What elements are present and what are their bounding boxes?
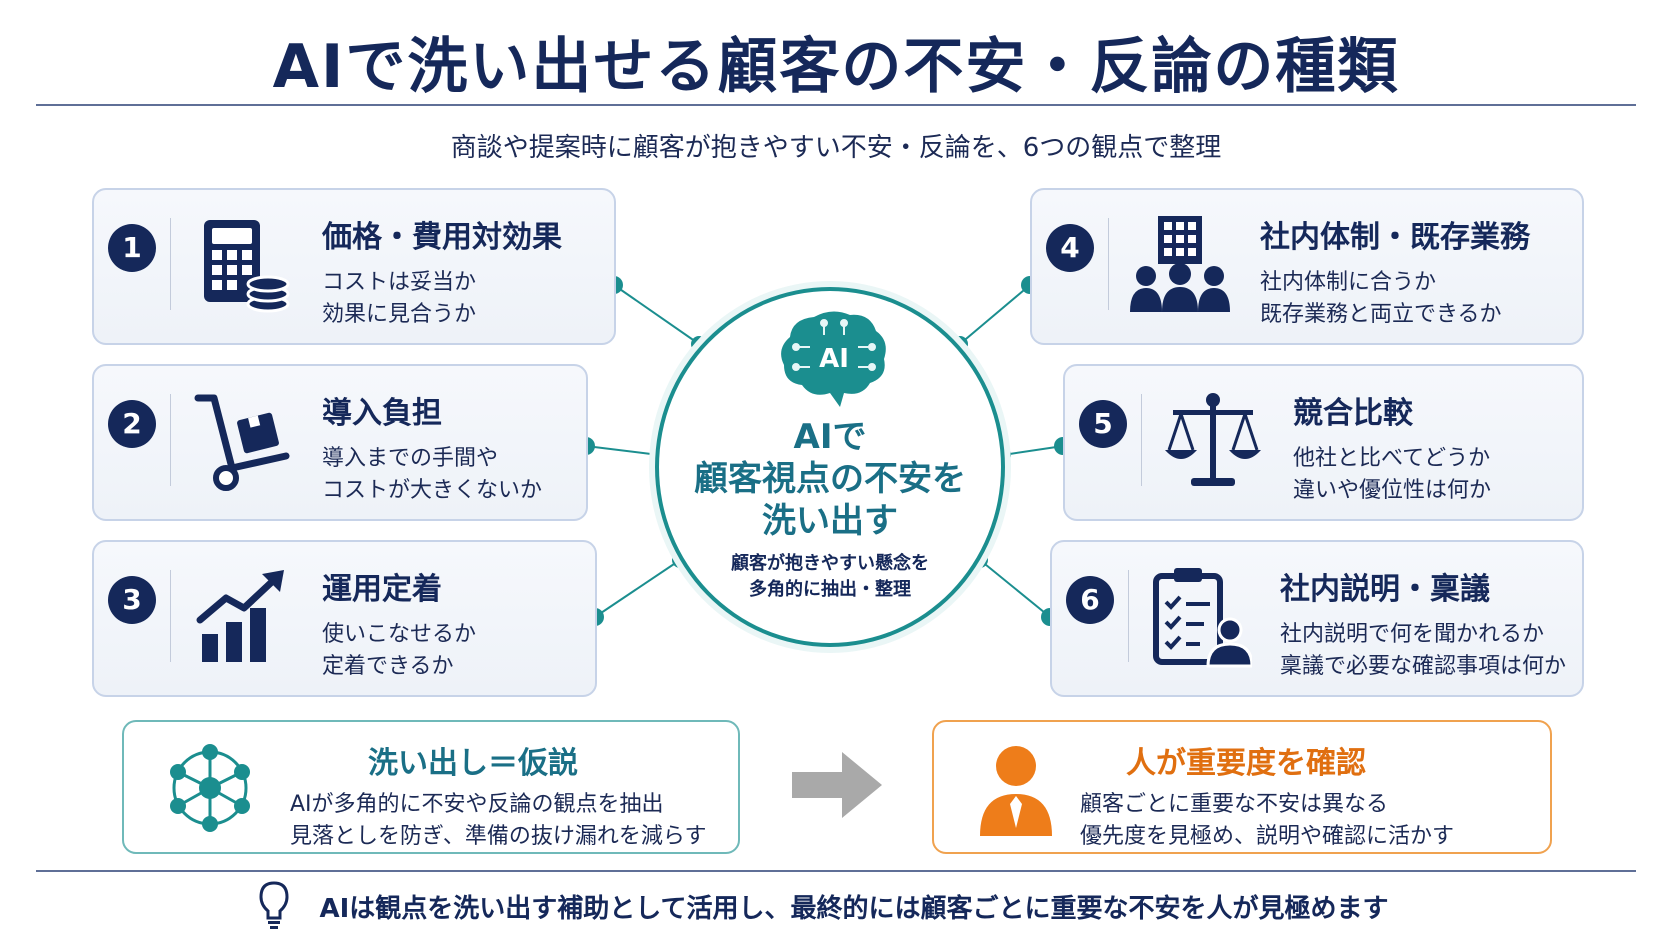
person-icon (980, 746, 1052, 836)
human-check-line: 優先度を見極め、説明や確認に活かす (1080, 824, 1455, 849)
category-line: 他社と比べてどうか (1293, 446, 1491, 471)
category-line: 使いこなせるか (322, 622, 477, 647)
connector-1 (613, 284, 700, 345)
category-number: 2 (108, 400, 156, 448)
category-line: 社内体制に合うか (1260, 270, 1437, 295)
arrow-right-icon (792, 752, 882, 818)
calculator-coins-icon (204, 220, 290, 313)
footer-text: AIは観点を洗い出す補助として活用し、最終的には顧客ごとに重要な不安を人が見極め… (319, 894, 1389, 924)
category-line: 定着できるか (322, 654, 454, 679)
category-title: 運用定着 (322, 572, 442, 607)
hub-subtitle-line: 多角的に抽出・整理 (749, 579, 911, 600)
human-check-box: 人が重要度を確認 顧客ごとに重要な不安は異なる 優先度を見極め、説明や確認に活か… (932, 720, 1552, 854)
center-hub: AI AIで 顧客視点の不安を 洗い出す 顧客が抱きやすい懸念を 多角的に抽出・… (655, 287, 1005, 647)
connector-4 (959, 284, 1031, 345)
building-team-icon (1130, 216, 1230, 312)
category-card-3: 3 運用定着 使いこなせるか 定着できるか (92, 540, 597, 697)
category-line: 社内説明で何を聞かれるか (1280, 622, 1545, 647)
category-card-5: 5 競合比較 他社と比べてどうか 違いや優位性は何か (1063, 364, 1584, 521)
hypothesis-line: AIが多角的に不安や反論の観点を抽出 (290, 792, 664, 817)
hub-subtitle-line: 顧客が抱きやすい懸念を (731, 553, 929, 574)
lightbulb-icon (259, 881, 289, 929)
category-card-2: 2 導入負担 導入までの手間や コストが大きくないか (92, 364, 588, 521)
category-title: 社内体制・既存業務 (1260, 220, 1530, 255)
category-number: 1 (108, 224, 156, 272)
category-line: コストが大きくないか (322, 478, 543, 503)
hand-truck-icon (194, 394, 290, 491)
hypothesis-line: 見落としを防ぎ、準備の抜け漏れを減らす (290, 824, 707, 849)
title-divider (36, 104, 1636, 106)
clipboard-person-icon (1153, 568, 1252, 668)
category-card-1: 1 価格・費用対効果 コストは妥当か 効果に見合うか (92, 188, 616, 345)
human-check-line: 顧客ごとに重要な不安は異なる (1080, 792, 1389, 817)
hub-title-line: AIで (793, 417, 867, 457)
human-check-title: 人が重要度を確認 (1126, 746, 1366, 781)
footer-divider (36, 870, 1636, 872)
ai-brain-icon: AI (781, 311, 886, 407)
balance-scale-icon (1165, 393, 1261, 486)
page-title: AIで洗い出せる顧客の不安・反論の種類 (272, 32, 1400, 102)
category-number: 6 (1066, 576, 1114, 624)
hypothesis-box: 洗い出し＝仮説 AIが多角的に不安や反論の観点を抽出 見落としを防ぎ、準備の抜け… (122, 720, 740, 854)
category-line: 効果に見合うか (322, 302, 477, 327)
connector-3 (594, 559, 681, 618)
category-title: 社内説明・稟議 (1280, 572, 1490, 607)
connector-6 (979, 559, 1051, 618)
category-number: 3 (108, 576, 156, 624)
category-card-4: 4 社内体制・既存業務 社内体制に合うか 既存業務と両立できるか (1030, 188, 1584, 345)
category-line: 違いや優位性は何か (1293, 478, 1492, 503)
category-title: 価格・費用対効果 (322, 220, 562, 255)
category-card-6: 6 社内説明・稟議 社内説明で何を聞かれるか 稟議で必要な確認事項は何か (1050, 540, 1584, 697)
category-line: 稟議で必要な確認事項は何か (1280, 654, 1567, 679)
category-number: 5 (1079, 400, 1127, 448)
growth-chart-icon (196, 570, 284, 662)
category-line: コストは妥当か (322, 270, 477, 295)
connector-5 (1002, 445, 1064, 456)
hub-title-line: 洗い出す (762, 501, 898, 541)
network-icon (170, 744, 250, 832)
category-line: 導入までの手間や (322, 446, 499, 471)
category-line: 既存業務と両立できるか (1260, 302, 1502, 327)
page-subtitle: 商談や提案時に顧客が抱きやすい不安・反論を、6つの観点で整理 (450, 133, 1222, 163)
hypothesis-title: 洗い出し＝仮説 (368, 746, 578, 781)
category-number: 4 (1046, 224, 1094, 272)
connector-2 (585, 445, 660, 456)
category-title: 導入負担 (322, 396, 442, 431)
hub-title-line: 顧客視点の不安を (694, 459, 966, 499)
category-title: 競合比較 (1293, 396, 1413, 431)
ai-brain-label: AI (819, 344, 849, 374)
